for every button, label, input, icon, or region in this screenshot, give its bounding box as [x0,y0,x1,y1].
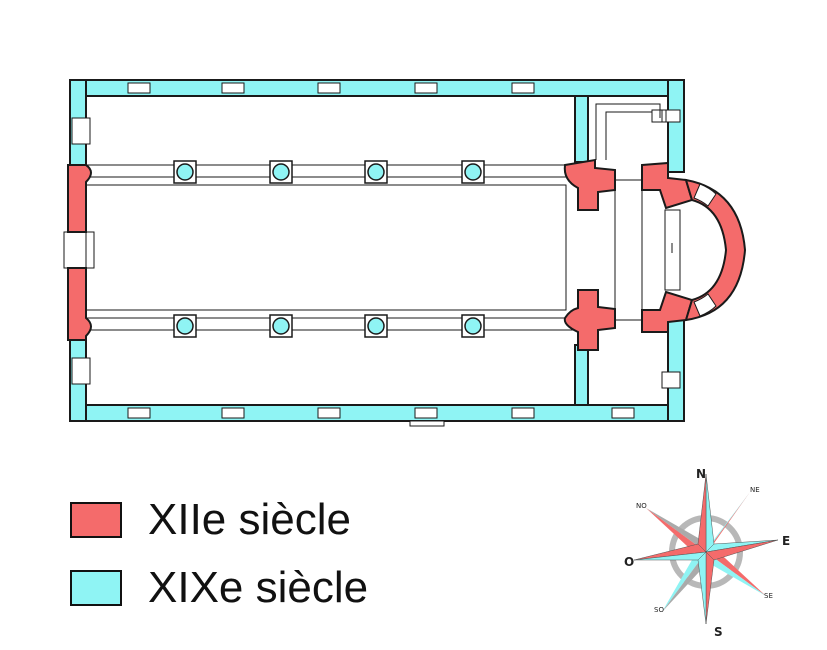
arch-pier-south-west [563,289,616,351]
pillar [269,314,293,338]
west-facade-lower [67,267,92,341]
north-wall [69,79,685,97]
compass-label-ne: NE [750,486,760,494]
east-wall-lower [667,319,685,422]
walls-12th-century [67,158,747,351]
legend-label-19th: XIXe siècle [148,563,369,612]
compass-point-so [662,546,706,612]
pillar [364,160,388,184]
legend-item-19th: XIXe siècle [70,566,368,610]
compass-label-e: E [782,534,790,548]
legend-swatch-19th [70,570,122,606]
south-wall [69,404,685,422]
choir [614,179,681,321]
sacristy-wall-north [574,95,589,163]
compass-label-so: SO [654,606,664,614]
pillar [461,314,485,338]
apse-windows [693,183,717,317]
apse [684,178,747,322]
compass-rose: N S E O NE NO SE SO [624,467,790,639]
compass-label-o: O [624,555,634,569]
east-wall-upper [667,79,685,173]
windows [63,82,681,427]
compass-point-n [705,473,715,553]
west-facade-upper [67,164,92,233]
arch-pier-north-west [563,158,616,211]
staircase [595,103,667,160]
compass-label-se: SE [764,592,773,600]
walls-19th-century [69,79,685,422]
compass-label-n: N [696,467,706,481]
pillar [173,314,197,338]
compass-label-s: S [714,625,723,639]
compass-point-se [706,546,766,596]
pillar [364,314,388,338]
arcade-rails [85,164,577,331]
sacristy-wall-south [574,344,589,406]
legend-swatch-12th [70,502,122,538]
pillar [461,160,485,184]
compass-label-no: NO [636,502,647,510]
legend-item-12th: XIIe siècle [70,498,351,542]
pillars [173,160,485,338]
pillar [269,160,293,184]
legend-label-12th: XIIe siècle [148,495,351,544]
pillar [173,160,197,184]
